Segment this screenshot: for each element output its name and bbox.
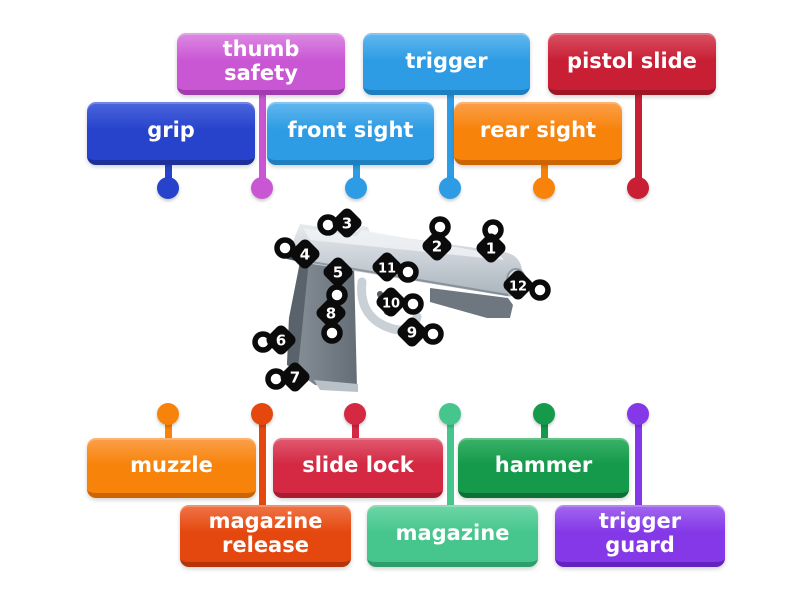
- marker-7[interactable]: 7: [265, 360, 312, 394]
- label-trigger[interactable]: trigger: [363, 33, 530, 95]
- label-thumb-safety[interactable]: thumb safety: [177, 33, 345, 95]
- marker-diamond: [290, 239, 320, 269]
- marker-anchor-dot: [274, 237, 296, 259]
- pin-stem-grip: [164, 162, 172, 191]
- marker-number: 6: [276, 332, 286, 350]
- marker-11[interactable]: 11: [370, 250, 419, 284]
- pin-dot-slide-lock: [344, 403, 366, 425]
- marker-3[interactable]: 3: [317, 206, 364, 240]
- pin-stem-trigger-guard: [634, 414, 642, 508]
- marker-anchor-dot: [422, 323, 444, 345]
- pin-stem-pistol-slide: [634, 92, 642, 191]
- marker-8[interactable]: 8: [314, 296, 348, 344]
- marker-number: 5: [333, 264, 343, 282]
- marker-number: 4: [300, 246, 310, 264]
- pin-dot-pistol-slide: [627, 177, 649, 199]
- marker-diamond: [503, 270, 533, 300]
- label-magazine[interactable]: magazine: [367, 505, 538, 567]
- pistol-slide-highlight: [303, 228, 504, 260]
- label-front-sight[interactable]: front sight: [267, 102, 434, 165]
- pin-dot-trigger: [439, 177, 461, 199]
- marker-diamond: [316, 298, 346, 328]
- pin-dot-muzzle: [157, 403, 179, 425]
- pin-dot-thumb-safety: [251, 177, 273, 199]
- pin-dot-trigger-guard: [627, 403, 649, 425]
- pin-stem-trigger: [446, 92, 454, 191]
- marker-2[interactable]: 2: [420, 216, 454, 263]
- marker-number: 11: [378, 262, 396, 277]
- marker-anchor-dot: [397, 261, 419, 283]
- label-rear-sight[interactable]: rear sight: [454, 102, 622, 165]
- marker-12[interactable]: 12: [501, 268, 551, 302]
- marker-diamond: [422, 231, 452, 261]
- label-trigger-guard[interactable]: trigger guard: [555, 505, 725, 567]
- pistol-frame: [430, 288, 513, 318]
- marker-10[interactable]: 10: [374, 285, 424, 319]
- pin-dot-front-sight: [345, 177, 367, 199]
- pin-stem-hammer: [540, 414, 548, 441]
- marker-diamond: [476, 233, 506, 263]
- marker-diamond: [266, 325, 296, 355]
- label-magazine-release[interactable]: magazine release: [180, 505, 351, 567]
- marker-1[interactable]: 1: [474, 219, 508, 265]
- marker-diamond: [280, 362, 310, 392]
- marker-number: 12: [509, 280, 527, 295]
- pin-dot-rear-sight: [533, 177, 555, 199]
- marker-anchor-dot: [402, 293, 424, 315]
- marker-9[interactable]: 9: [395, 315, 444, 349]
- marker-diamond: [332, 208, 362, 238]
- marker-number: 9: [407, 324, 417, 342]
- label-pistol-slide[interactable]: pistol slide: [548, 33, 716, 95]
- marker-number: 10: [382, 297, 400, 312]
- pin-stem-front-sight: [352, 162, 360, 191]
- marker-diamond: [372, 252, 402, 282]
- marker-diamond: [397, 317, 427, 347]
- pin-dot-hammer: [533, 403, 555, 425]
- marker-4[interactable]: 4: [274, 237, 322, 271]
- pin-dot-magazine-release: [251, 403, 273, 425]
- pin-stem-magazine: [446, 414, 454, 508]
- pin-stem-muzzle: [164, 414, 172, 441]
- marker-number: 7: [290, 369, 300, 387]
- pin-stem-thumb-safety: [258, 92, 266, 191]
- marker-number: 1: [486, 240, 496, 258]
- marker-diamond: [376, 287, 406, 317]
- marker-number: 2: [432, 238, 442, 256]
- marker-6[interactable]: 6: [252, 323, 298, 357]
- pin-stem-slide-lock: [351, 414, 359, 441]
- pin-stem-rear-sight: [540, 162, 548, 191]
- marker-number: 3: [342, 215, 352, 233]
- label-hammer[interactable]: hammer: [458, 438, 629, 498]
- marker-anchor-dot: [529, 279, 551, 301]
- pin-dot-grip: [157, 177, 179, 199]
- label-slide-lock[interactable]: slide lock: [273, 438, 443, 498]
- marker-diamond: [323, 257, 353, 287]
- pin-stem-magazine-release: [258, 414, 266, 508]
- pin-dot-magazine: [439, 403, 461, 425]
- label-grip[interactable]: grip: [87, 102, 255, 165]
- pistol-magazine-base: [314, 380, 358, 392]
- label-muzzle[interactable]: muzzle: [87, 438, 256, 498]
- marker-number: 8: [326, 305, 336, 323]
